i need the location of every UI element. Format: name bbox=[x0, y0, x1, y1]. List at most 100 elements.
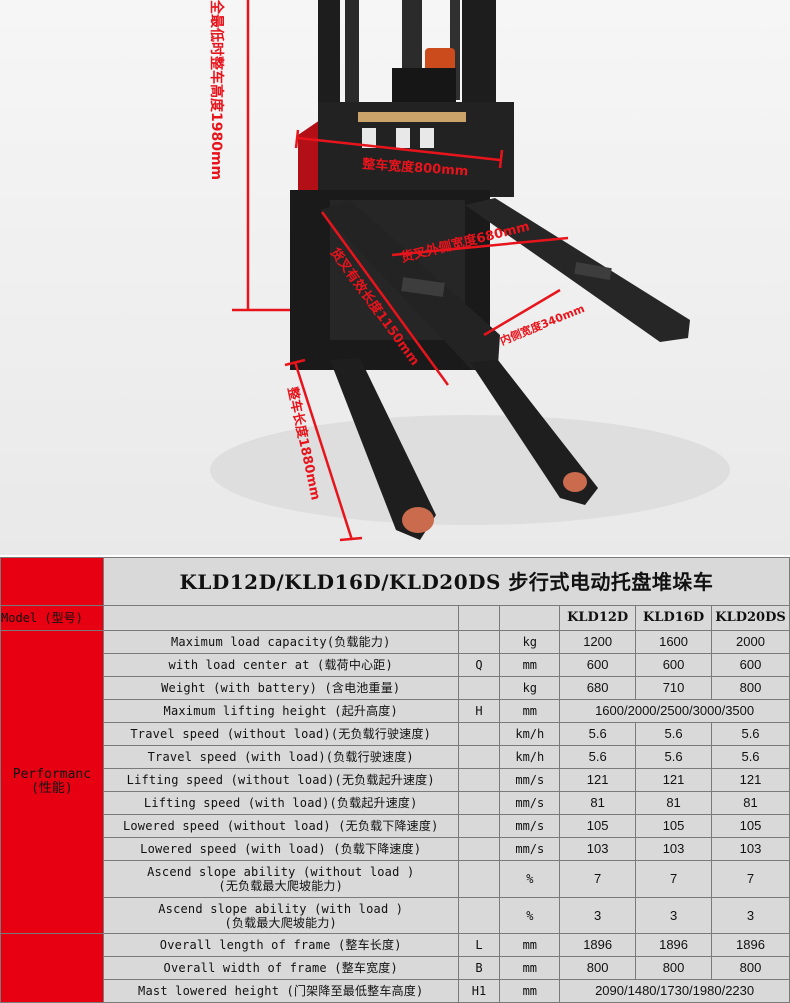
row-unit: km/h bbox=[499, 722, 561, 746]
model-header: KLD16D bbox=[635, 605, 713, 631]
row-description: Ascend slope ability (with load )(负载最大爬坡… bbox=[102, 897, 459, 934]
model-label: Model (型号) bbox=[0, 605, 104, 631]
row-value: 105 bbox=[635, 814, 713, 838]
row-value: 5.6 bbox=[559, 745, 637, 769]
row-symbol bbox=[457, 837, 501, 861]
row-symbol bbox=[457, 630, 501, 654]
row-unit: mm/s bbox=[499, 791, 561, 815]
row-unit: mm bbox=[499, 933, 561, 957]
row-value: 105 bbox=[711, 814, 790, 838]
row-value: 800 bbox=[635, 956, 713, 980]
row-symbol bbox=[457, 897, 501, 934]
table-row: Ascend slope ability (with load )(负载最大爬坡… bbox=[1, 897, 790, 934]
label-width: 整车宽度800mm bbox=[361, 156, 469, 179]
row-value: 7 bbox=[559, 860, 637, 898]
label-min-height: 全最低时整车高度1980mm bbox=[208, 0, 225, 180]
row-value: 800 bbox=[711, 956, 790, 980]
row-description: Overall width of frame (整车宽度) bbox=[102, 956, 459, 980]
row-symbol bbox=[457, 745, 501, 769]
row-description-line: (负载最大爬坡能力) bbox=[224, 915, 337, 930]
row-value: 600 bbox=[635, 653, 713, 677]
row-description-line: Ascend slope ability (without load ) bbox=[147, 865, 415, 879]
row-value: 103 bbox=[711, 837, 790, 861]
row-unit: km/h bbox=[499, 745, 561, 769]
row-description: Overall length of frame (整车长度) bbox=[102, 933, 459, 957]
row-merged-value: 2090/1480/1730/1980/2230 bbox=[559, 979, 790, 1003]
row-value: 121 bbox=[635, 768, 713, 792]
mast bbox=[318, 0, 496, 110]
table-row: Ascend slope ability (without load )(无负载… bbox=[1, 860, 790, 898]
model-header: KLD12D bbox=[559, 605, 637, 631]
row-description: Ascend slope ability (without load )(无负载… bbox=[102, 860, 459, 898]
row-symbol: Q bbox=[457, 653, 501, 677]
row-description-line: Ascend slope ability (with load ) bbox=[158, 901, 404, 916]
row-symbol bbox=[457, 768, 501, 792]
row-unit: mm bbox=[499, 956, 561, 980]
row-unit: mm/s bbox=[499, 814, 561, 838]
row-value: 2000 bbox=[711, 630, 790, 654]
row-symbol: B bbox=[457, 956, 501, 980]
table-row: Travel speed (without load)(无负载行驶速度) km/h… bbox=[1, 722, 790, 746]
support-legs bbox=[330, 358, 598, 540]
row-description: Lifting speed (without load)(无负载起升速度) bbox=[102, 768, 459, 792]
table-title: KLD12D/KLD16D/KLD20DS 步行式电动托盘堆垛车 bbox=[102, 557, 790, 606]
dimension-lines bbox=[232, 0, 569, 542]
model-header: KLD20DS bbox=[711, 605, 790, 631]
row-value: 81 bbox=[559, 791, 637, 815]
row-value: 5.6 bbox=[711, 745, 790, 769]
product-photo: 全最低时整车高度1980mm 整车宽度800mm 货叉外侧宽度680mm 货叉有… bbox=[0, 0, 790, 555]
row-value: 103 bbox=[559, 837, 637, 861]
row-unit: % bbox=[499, 897, 561, 934]
row-value: 121 bbox=[559, 768, 637, 792]
row-description-line: (无负载最大爬坡能力) bbox=[218, 879, 344, 893]
row-description: Lifting speed (with load)(负载起升速度) bbox=[102, 791, 459, 815]
row-value: 5.6 bbox=[559, 722, 637, 746]
row-unit: % bbox=[499, 860, 561, 898]
row-description: Travel speed (without load)(无负载行驶速度) bbox=[102, 722, 459, 746]
row-unit: kg bbox=[499, 630, 561, 654]
row-symbol: H bbox=[457, 699, 501, 723]
row-description: Maximum lifting height (起升高度) bbox=[102, 699, 459, 723]
spec-table: KLD12D/KLD16D/KLD20DS 步行式电动托盘堆垛车 Model (… bbox=[0, 557, 790, 1003]
table-row: Performanc (性能)Maximum load capacity(负载能… bbox=[0, 630, 790, 934]
row-symbol: H1 bbox=[457, 979, 501, 1003]
row-value: 1200 bbox=[559, 630, 637, 654]
row-symbol bbox=[457, 722, 501, 746]
row-unit: mm/s bbox=[499, 837, 561, 861]
row-value: 5.6 bbox=[711, 722, 790, 746]
row-value: 1896 bbox=[559, 933, 637, 957]
row-value: 5.6 bbox=[635, 722, 713, 746]
row-value: 81 bbox=[711, 791, 790, 815]
row-value: 121 bbox=[711, 768, 790, 792]
row-value: 1896 bbox=[635, 933, 713, 957]
row-unit: mm bbox=[499, 699, 561, 723]
row-value: 680 bbox=[559, 676, 637, 700]
row-description: Weight (with battery) (含电池重量) bbox=[102, 676, 459, 700]
table-row: Lifting speed (without load)(无负载起升速度) mm/… bbox=[1, 768, 790, 792]
row-value: 710 bbox=[635, 676, 713, 700]
row-value: 800 bbox=[559, 956, 637, 980]
row-value: 3 bbox=[559, 897, 637, 934]
row-description: Travel speed (with load)(负载行驶速度) bbox=[102, 745, 459, 769]
row-value: 5.6 bbox=[635, 745, 713, 769]
row-value: 600 bbox=[559, 653, 637, 677]
row-unit: kg bbox=[499, 676, 561, 700]
row-description: Maximum load capacity(负载能力) bbox=[102, 630, 459, 654]
row-description: Lowered speed (without load) (无负载下降速度) bbox=[102, 814, 459, 838]
row-value: 7 bbox=[635, 860, 713, 898]
row-value: 7 bbox=[711, 860, 790, 898]
forks bbox=[320, 198, 690, 370]
row-symbol bbox=[457, 676, 501, 700]
row-value: 103 bbox=[635, 837, 713, 861]
row-value: 3 bbox=[711, 897, 790, 934]
row-unit: mm/s bbox=[499, 768, 561, 792]
row-unit: mm bbox=[499, 653, 561, 677]
row-unit: mm bbox=[499, 979, 561, 1003]
